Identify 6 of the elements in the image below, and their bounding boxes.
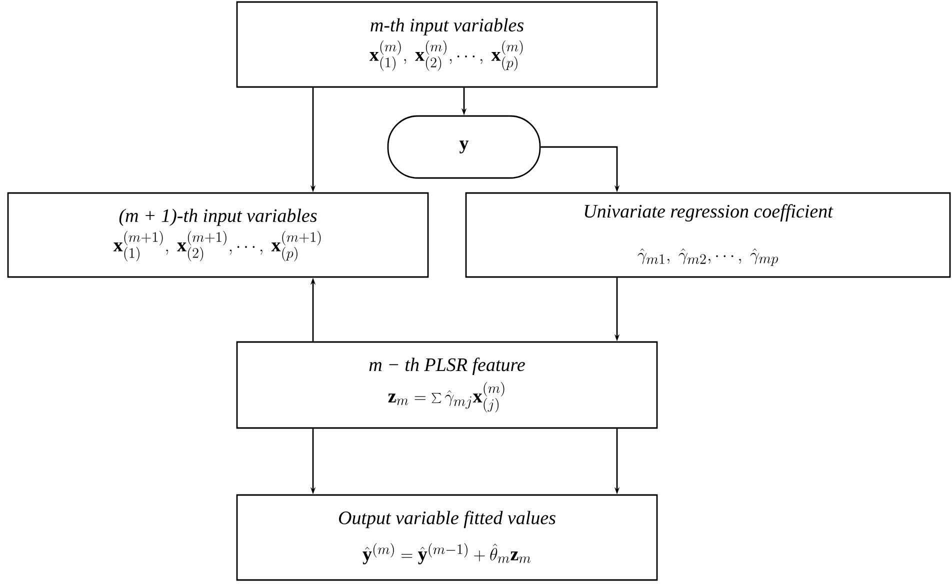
process-box: m-th input variables $\mathbf{x}_{(1)}^{(m)},\ \mathbf{x}_{(2)}^{(m)},\cdots,\ \mathbf{x}_{(p)}^{(m)}$ — [236, 1, 658, 88]
process-box: (m + 1)-th input variables $\mathbf{x}_{(1)}^{(m+1)},\ \mathbf{x}_{(2)}^{(m+1)},\cdots,\ \mathbf{x}_{(p)}^{(m+1)}$ — [7, 192, 429, 278]
process-box: Output variable fitted values $\hat{\mathbf{y}}^{(m)}=\hat{\mathbf{y}}^{(m-1)}+\hat{\theta}_m\mathbf{z}_m$ — [236, 494, 658, 581]
terminal-pill: $\mathbf{y}$ — [387, 115, 541, 179]
process-box: Univariate regression coefficient $\hat{\gamma}_{m1},\ \hat{\gamma}_{m2},\cdots,\ \hat{\gamma}_{mp}$ — [465, 192, 951, 278]
process-box: m − th PLSR feature $\mathbf{z}_m=\sum\hat{\gamma}_{mj}\mathbf{x}_{(j)}^{(m)}$ — [236, 341, 658, 429]
